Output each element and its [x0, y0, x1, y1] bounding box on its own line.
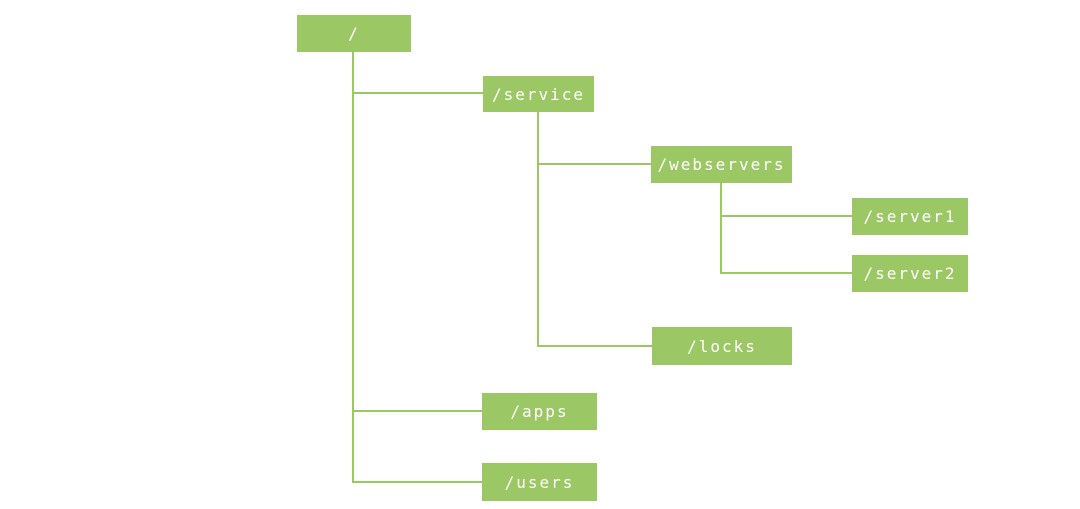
- tree-node-service: /service: [483, 76, 594, 112]
- connector-service-to-webservers: [537, 163, 651, 165]
- tree-node-locks: /locks: [652, 327, 792, 365]
- tree-node-root: /: [297, 15, 411, 52]
- connector-webservers-to-server2: [720, 272, 852, 274]
- connector-webservers-trunk: [720, 183, 722, 274]
- tree-node-server1: /server1: [852, 198, 968, 235]
- connector-root-to-service: [352, 92, 483, 94]
- connector-root-to-users: [352, 481, 482, 483]
- tree-node-users: /users: [482, 463, 597, 501]
- connector-service-to-locks: [537, 345, 652, 347]
- tree-node-server2: /server2: [852, 255, 968, 292]
- tree-node-webservers: /webservers: [651, 146, 792, 183]
- connector-root-to-apps: [352, 410, 482, 412]
- connector-webservers-to-server1: [720, 215, 852, 217]
- tree-node-apps: /apps: [482, 393, 597, 430]
- connector-service-trunk: [537, 112, 539, 347]
- connector-root-trunk: [352, 52, 354, 483]
